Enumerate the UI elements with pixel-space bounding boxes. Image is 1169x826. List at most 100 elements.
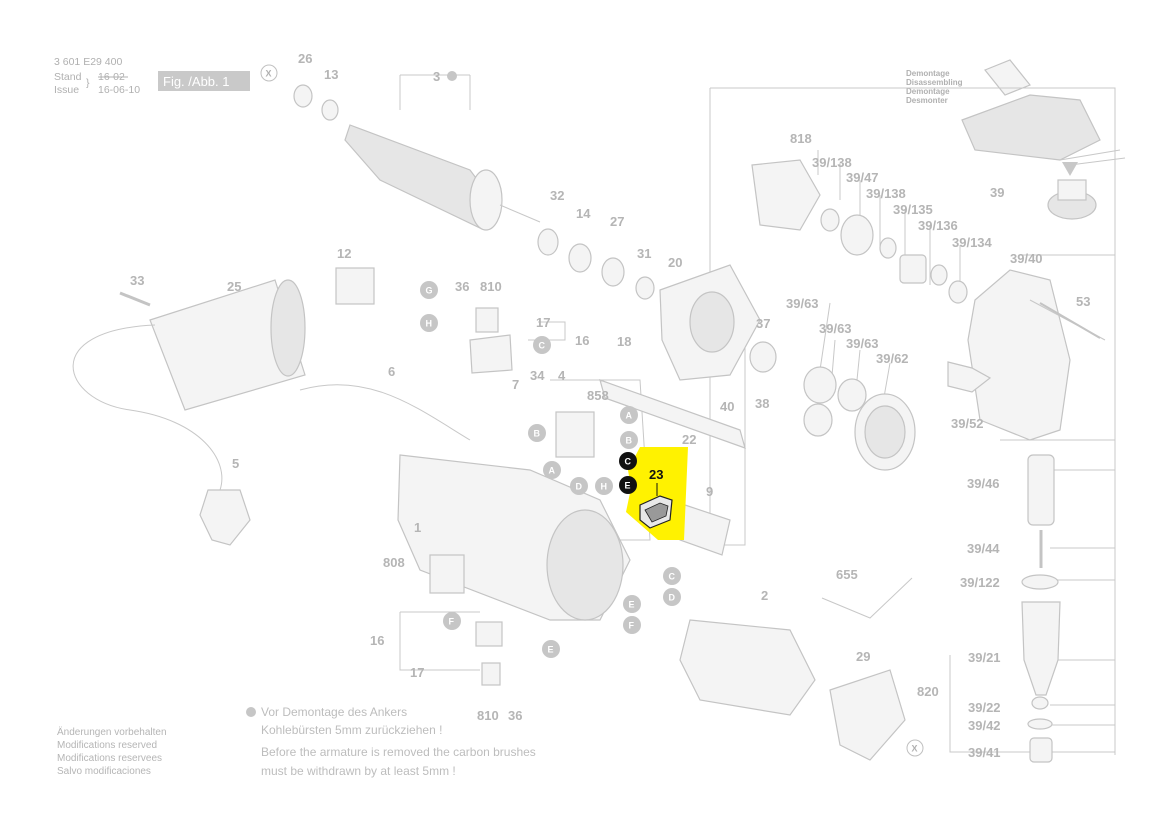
label-7: 7 bbox=[512, 377, 519, 392]
svg-text:F: F bbox=[629, 621, 635, 631]
label-32: 32 bbox=[550, 188, 564, 203]
label-13: 13 bbox=[324, 67, 338, 82]
note-de-line1: Vor Demontage des Ankers bbox=[261, 705, 407, 719]
spindle-39-46 bbox=[1027, 454, 1055, 526]
plug-5 bbox=[199, 489, 251, 546]
label-6: 6 bbox=[388, 364, 395, 379]
part-label-23: 23 bbox=[649, 467, 663, 482]
bearing-26 bbox=[293, 84, 313, 108]
label-39-63a: 39/63 bbox=[786, 296, 819, 311]
label-39-63b: 39/63 bbox=[819, 321, 852, 336]
circlip-32 bbox=[537, 228, 559, 256]
svg-text:B: B bbox=[534, 429, 541, 439]
note-en-line2: must be withdrawn by at least 5mm ! bbox=[261, 764, 456, 778]
cable-6 bbox=[299, 384, 471, 441]
label-808: 808 bbox=[383, 555, 405, 570]
washer-38 bbox=[749, 341, 777, 373]
label-5: 5 bbox=[232, 456, 239, 471]
inset-arrow-icon bbox=[1062, 162, 1078, 176]
marker-x-top: X bbox=[260, 64, 278, 82]
knob-39-52 bbox=[947, 361, 992, 393]
marker-c-highlight bbox=[619, 452, 637, 470]
svg-text:D: D bbox=[576, 482, 583, 492]
label-25: 25 bbox=[227, 279, 241, 294]
label-9: 9 bbox=[706, 484, 713, 499]
marker-b-left: B bbox=[528, 424, 546, 442]
label-40: 40 bbox=[720, 399, 734, 414]
svg-text:C: C bbox=[625, 457, 632, 467]
brush-holder-16 bbox=[469, 334, 513, 374]
label-39-138b: 39/138 bbox=[866, 186, 906, 201]
label-16b: 16 bbox=[370, 633, 384, 648]
marker-x-bottom: X bbox=[906, 739, 924, 757]
part-shapes bbox=[72, 84, 1106, 763]
part-number: 3 601 E29 400 bbox=[54, 56, 122, 68]
collet-39-21 bbox=[1021, 601, 1061, 696]
nut-39-41 bbox=[1029, 737, 1053, 763]
issue-date: 16-06-10 bbox=[98, 84, 140, 96]
marker-c-lower: C bbox=[663, 567, 681, 585]
marker-e-left: E bbox=[542, 640, 560, 658]
footer-line-es: Salvo modificaciones bbox=[57, 766, 151, 777]
marker-a-upper: A bbox=[620, 406, 638, 424]
label-14: 14 bbox=[576, 206, 591, 221]
gear-39-47 bbox=[840, 214, 874, 256]
svg-text:B: B bbox=[626, 436, 633, 446]
label-12: 12 bbox=[337, 246, 351, 261]
brush-holder-16b bbox=[475, 621, 503, 647]
label-39-47: 39/47 bbox=[846, 170, 879, 185]
gear-39-63c bbox=[803, 403, 833, 437]
gear-head-39-40 bbox=[967, 269, 1071, 441]
label-3: 3 bbox=[433, 69, 440, 84]
svg-text:F: F bbox=[449, 617, 455, 627]
svg-text:E: E bbox=[625, 481, 631, 491]
header-block: 3 601 E29 400 Stand Issue } 16-02 16-06-… bbox=[54, 56, 250, 96]
highlight-part-23[interactable]: C E 23 bbox=[619, 447, 688, 540]
marker-e-lower: E bbox=[623, 595, 641, 613]
marker-d-upper: D bbox=[570, 477, 588, 495]
label-29: 29 bbox=[856, 649, 870, 664]
marker-f-left: F bbox=[443, 612, 461, 630]
footer-modifications: Änderungen vorbehalten Modifications res… bbox=[57, 726, 167, 777]
svg-text:G: G bbox=[426, 286, 433, 296]
ring-31 bbox=[635, 276, 655, 300]
disasm-label-es: Desmonter bbox=[906, 96, 948, 105]
marker-bullet-armature bbox=[447, 71, 457, 81]
label-17b: 17 bbox=[410, 665, 424, 680]
brush-810b bbox=[481, 662, 501, 686]
marker-b-right: B bbox=[620, 431, 638, 449]
svg-text:C: C bbox=[539, 341, 546, 351]
label-39-122: 39/122 bbox=[960, 575, 1000, 590]
guard-29 bbox=[829, 669, 906, 761]
screw-53 bbox=[1039, 302, 1101, 339]
inset-tool-head bbox=[984, 59, 1031, 96]
label-655: 655 bbox=[836, 567, 858, 582]
letter-markers: X X G H C B A B A D H C D E F F E bbox=[246, 64, 924, 757]
svg-text:}: } bbox=[86, 77, 90, 89]
footer-line-fr: Modifications reservees bbox=[57, 753, 162, 764]
label-39-62: 39/62 bbox=[876, 351, 909, 366]
gear-39-63b bbox=[837, 378, 867, 412]
marker-h-mid: H bbox=[595, 477, 613, 495]
label-27: 27 bbox=[610, 214, 624, 229]
label-39-41: 39/41 bbox=[968, 745, 1001, 760]
footer-line-de: Änderungen vorbehalten bbox=[57, 726, 167, 738]
marker-bullet-note bbox=[246, 707, 256, 717]
hex-key-655 bbox=[821, 577, 913, 619]
svg-text:D: D bbox=[669, 593, 676, 603]
svg-text:H: H bbox=[601, 482, 608, 492]
label-33: 33 bbox=[130, 273, 144, 288]
label-39-22: 39/22 bbox=[968, 700, 1001, 715]
note-en-line1: Before the armature is removed the carbo… bbox=[261, 745, 536, 759]
screw-33 bbox=[119, 291, 151, 307]
ring-27 bbox=[601, 257, 625, 287]
label-39-44: 39/44 bbox=[967, 541, 1000, 556]
ring-39-42 bbox=[1027, 718, 1053, 730]
label-18: 18 bbox=[617, 334, 631, 349]
disassembly-inset: Demontage Disassembling Demontage Desmon… bbox=[906, 59, 1126, 220]
label-17: 17 bbox=[536, 315, 550, 330]
issue-label: Issue bbox=[54, 84, 79, 96]
label-26: 26 bbox=[298, 51, 312, 66]
housing-818 bbox=[751, 159, 821, 231]
marker-f-right: F bbox=[623, 616, 641, 634]
